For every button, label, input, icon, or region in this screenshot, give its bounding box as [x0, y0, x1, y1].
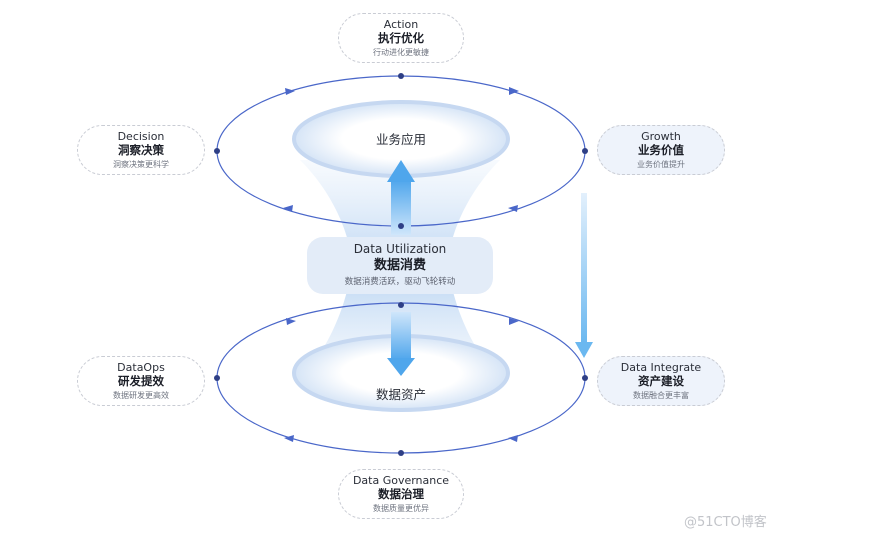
data-integrate-node: Data Integrate 资产建设 数据融合更丰富 — [597, 356, 725, 406]
governance-zh-label: 数据治理 — [378, 486, 424, 501]
chevron-right-icon — [286, 318, 296, 325]
side-down-arrow-icon — [575, 193, 593, 358]
chevron-left-icon — [284, 435, 294, 442]
integrate-en-label: Data Integrate — [620, 360, 702, 374]
decision-zh-label: 洞察决策 — [118, 142, 164, 157]
governance-en-label: Data Governance — [352, 473, 450, 487]
growth-node: Growth 业务价值 业务价值提升 — [597, 125, 725, 175]
decision-node: Decision 洞察决策 洞察决策更科学 — [77, 125, 205, 175]
decision-en-label: Decision — [117, 129, 165, 143]
dot-top-bottom — [398, 223, 404, 229]
watermark: @51CTO博客 — [684, 515, 767, 530]
chevron-right-icon — [509, 318, 519, 325]
integrate-zh-label: 资产建设 — [638, 373, 684, 388]
dataops-node: DataOps 研发提效 数据研发更高效 — [77, 356, 205, 406]
dataops-en-label: DataOps — [117, 360, 165, 374]
dot-bottom-right — [582, 375, 588, 381]
top-ring-chevrons — [283, 87, 519, 212]
data-utilization-node: Data Utilization 数据消费 数据消费活跃，驱动飞轮转动 — [307, 237, 493, 294]
decision-sub-label: 洞察决策更科学 — [113, 159, 169, 169]
ring-dots — [214, 73, 588, 456]
integrate-sub-label: 数据融合更丰富 — [633, 390, 689, 400]
action-en-label: Action — [383, 17, 419, 31]
growth-sub-label: 业务价值提升 — [637, 159, 685, 169]
dot-top — [398, 73, 404, 79]
dot-top-right — [582, 148, 588, 154]
dataops-zh-label: 研发提效 — [118, 373, 164, 388]
center-en-label: Data Utilization — [353, 242, 447, 256]
data-governance-node: Data Governance 数据治理 数据质量更优异 — [338, 469, 464, 519]
growth-zh-label: 业务价值 — [638, 142, 684, 157]
action-node: Action 执行优化 行动进化更敏捷 — [338, 13, 464, 63]
chevron-left-icon — [508, 435, 518, 442]
governance-sub-label: 数据质量更优异 — [373, 503, 429, 513]
dot-top-left — [214, 148, 220, 154]
dataops-sub-label: 数据研发更高效 — [113, 390, 169, 400]
chevron-left-icon — [508, 205, 518, 212]
growth-en-label: Growth — [641, 129, 681, 143]
center-sub-label: 数据消费活跃，驱动飞轮转动 — [344, 277, 456, 287]
chevron-right-icon — [509, 87, 519, 95]
top-ring-label: 业务应用 — [375, 132, 426, 147]
center-zh-label: 数据消费 — [373, 258, 426, 273]
action-zh-label: 执行优化 — [378, 30, 424, 45]
bottom-ring-label: 数据资产 — [375, 387, 426, 402]
down-arrow-icon — [387, 312, 415, 376]
up-arrow-icon — [387, 160, 415, 235]
chevron-right-icon — [285, 88, 295, 95]
dot-bottom-top — [398, 302, 404, 308]
action-sub-label: 行动进化更敏捷 — [373, 47, 429, 57]
chevron-left-icon — [283, 205, 293, 212]
bottom-ring-chevrons — [284, 318, 519, 442]
dot-bottom — [398, 450, 404, 456]
dot-bottom-left — [214, 375, 220, 381]
